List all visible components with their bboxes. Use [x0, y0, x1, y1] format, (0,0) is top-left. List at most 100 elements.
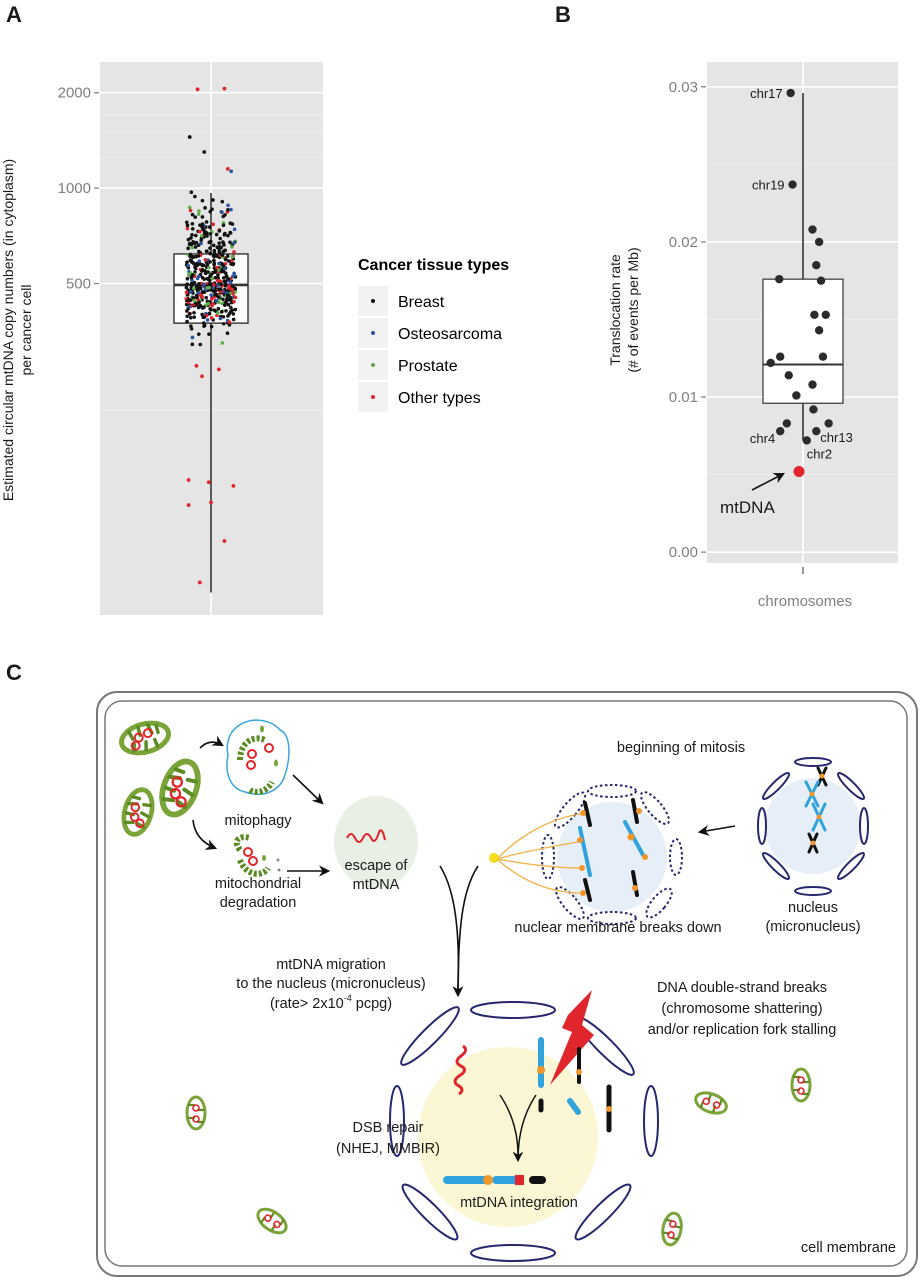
- panel-b-mtdna-point: [793, 465, 805, 477]
- panel-b-data-point: [814, 237, 824, 247]
- panel-b-y-tick-label: 0.02: [669, 234, 698, 251]
- panel-a-data-point: [230, 254, 235, 259]
- panel-b-y-tick-label: 0.00: [669, 544, 698, 561]
- panel-a-data-point: [218, 316, 223, 321]
- arrow-to-mitophagy: [199, 735, 224, 749]
- panel-a-data-point: [219, 245, 223, 250]
- panel-a-data-point: [190, 245, 195, 250]
- panel-a-y-tick-label: 2000: [58, 85, 91, 102]
- panel-a-data-point: [208, 282, 213, 286]
- panel-a-data-point: [184, 220, 189, 225]
- arrow-mitophagy-to-escape: [292, 774, 324, 805]
- panel-a-data-point: [190, 335, 195, 340]
- panel-a-data-point: [192, 315, 196, 319]
- panel-a-data-point: [185, 276, 190, 281]
- panel-b-data-point: [812, 260, 821, 270]
- label-membrane-breaks: nuclear membrane breaks down: [514, 920, 721, 936]
- panel-a-data-point: [200, 268, 205, 272]
- panel-a-data-point: [190, 221, 195, 226]
- panel-a-data-point: [211, 198, 215, 202]
- panel-a-data-point: [209, 500, 213, 505]
- panel-a-data-point: [225, 254, 230, 258]
- panel-a-data-point: [188, 315, 193, 320]
- panel-a-data-point: [219, 269, 224, 274]
- panel-a-data-point: [232, 227, 237, 232]
- label-dsb-line2: (chromosome shattering): [661, 1001, 822, 1017]
- panel-a-data-point: [217, 241, 222, 245]
- panel-a-data-point: [190, 227, 195, 231]
- panel-a-data-point: [227, 320, 232, 324]
- panel-a-data-point: [187, 312, 192, 316]
- panel-a-data-point: [185, 309, 189, 313]
- panel-a-data-point: [208, 231, 213, 236]
- panel-a-data-point: [221, 315, 226, 319]
- panel-b-data-point: [786, 88, 795, 98]
- panel-a-data-point: [201, 290, 205, 295]
- panel-b-data-point: [782, 419, 792, 428]
- panel-a-data-point: [225, 166, 230, 171]
- label-migration-line3: (rate> 2x10-4 pcpg): [270, 993, 392, 1012]
- legend-key-dot: [371, 331, 375, 335]
- panel-b-point-label: chr19: [752, 178, 785, 193]
- panel-a-data-point: [215, 313, 219, 318]
- label-repair-line1: DSB repair: [353, 1120, 424, 1136]
- panel-a-data-point: [226, 277, 231, 281]
- panel-a-data-point: [226, 233, 230, 238]
- panel-a-data-point: [218, 279, 223, 283]
- cell-membrane-outer: [96, 691, 918, 1277]
- panel-a-data-point: [233, 287, 238, 291]
- panel-a-data-point: [227, 312, 232, 316]
- panel-a-data-point: [190, 212, 195, 217]
- panel-a-data-point: [228, 287, 233, 291]
- panel-a-data-point: [208, 209, 213, 214]
- panel-a-data-point: [208, 251, 212, 256]
- panel-a-data-point: [202, 282, 207, 287]
- panel-b-data-point: [812, 426, 821, 436]
- label-integration: mtDNA integration: [460, 1195, 578, 1211]
- panel-a-data-point: [219, 310, 224, 314]
- panel-a-data-point: [198, 286, 203, 291]
- panel-a-y-axis-title-line1: Estimated circular mtDNA copy numbers (i…: [0, 159, 16, 501]
- legend-label: Breast: [398, 294, 445, 311]
- panel-a-data-point: [209, 272, 213, 277]
- panel-a-data-point: [200, 198, 205, 203]
- panel-b-data-point: [816, 276, 826, 285]
- label-dsb-line1: DNA double-strand breaks: [657, 980, 827, 996]
- panel-a-data-point: [215, 245, 220, 250]
- mtdna-annotation-label: mtDNA: [720, 498, 775, 517]
- panel-a-data-point: [195, 276, 200, 281]
- legend: Cancer tissue types BreastOsteosarcomaPr…: [358, 257, 509, 412]
- panel-a-data-point: [232, 240, 236, 245]
- panel-a-data-point: [186, 503, 191, 507]
- panel-a-data-point: [194, 295, 199, 300]
- panel-a-data-point: [186, 478, 191, 482]
- panel-a-data-point: [223, 231, 227, 236]
- panel-a-data-point: [186, 237, 191, 242]
- panel-b-data-point: [814, 326, 824, 335]
- panel-a-data-point: [204, 249, 209, 253]
- panel-a-data-point: [229, 207, 233, 212]
- panel-a-y-axis-title-line2: per cancer cell: [18, 284, 34, 375]
- panel-a-data-point: [184, 285, 189, 290]
- label-migration-line2: to the nucleus (micronucleus): [236, 976, 425, 992]
- panel-b-data-point: [818, 352, 828, 361]
- panel-a-data-point: [232, 273, 237, 277]
- panel-a-data-point: [197, 300, 201, 305]
- panel-a-data-point: [223, 213, 227, 217]
- panel-a-data-point: [187, 304, 192, 309]
- panel-a-data-point: [224, 274, 229, 279]
- panel-a-data-point: [211, 302, 215, 306]
- panel-a-data-point: [197, 282, 201, 286]
- panel-a-data-point: [185, 319, 189, 324]
- panel-a-data-point: [218, 236, 222, 241]
- mtdna-annotation-arrow: [751, 472, 785, 491]
- panel-a-data-point: [193, 266, 198, 271]
- panel-a-data-point: [231, 483, 236, 488]
- panel-a-data-point: [207, 332, 211, 336]
- panel-a-data-point: [189, 275, 194, 280]
- panel-a-data-point: [223, 280, 228, 284]
- panel-b-point-label: chr17: [750, 86, 783, 101]
- panel-a-data-point: [193, 215, 198, 219]
- panel-a-data-point: [204, 295, 209, 300]
